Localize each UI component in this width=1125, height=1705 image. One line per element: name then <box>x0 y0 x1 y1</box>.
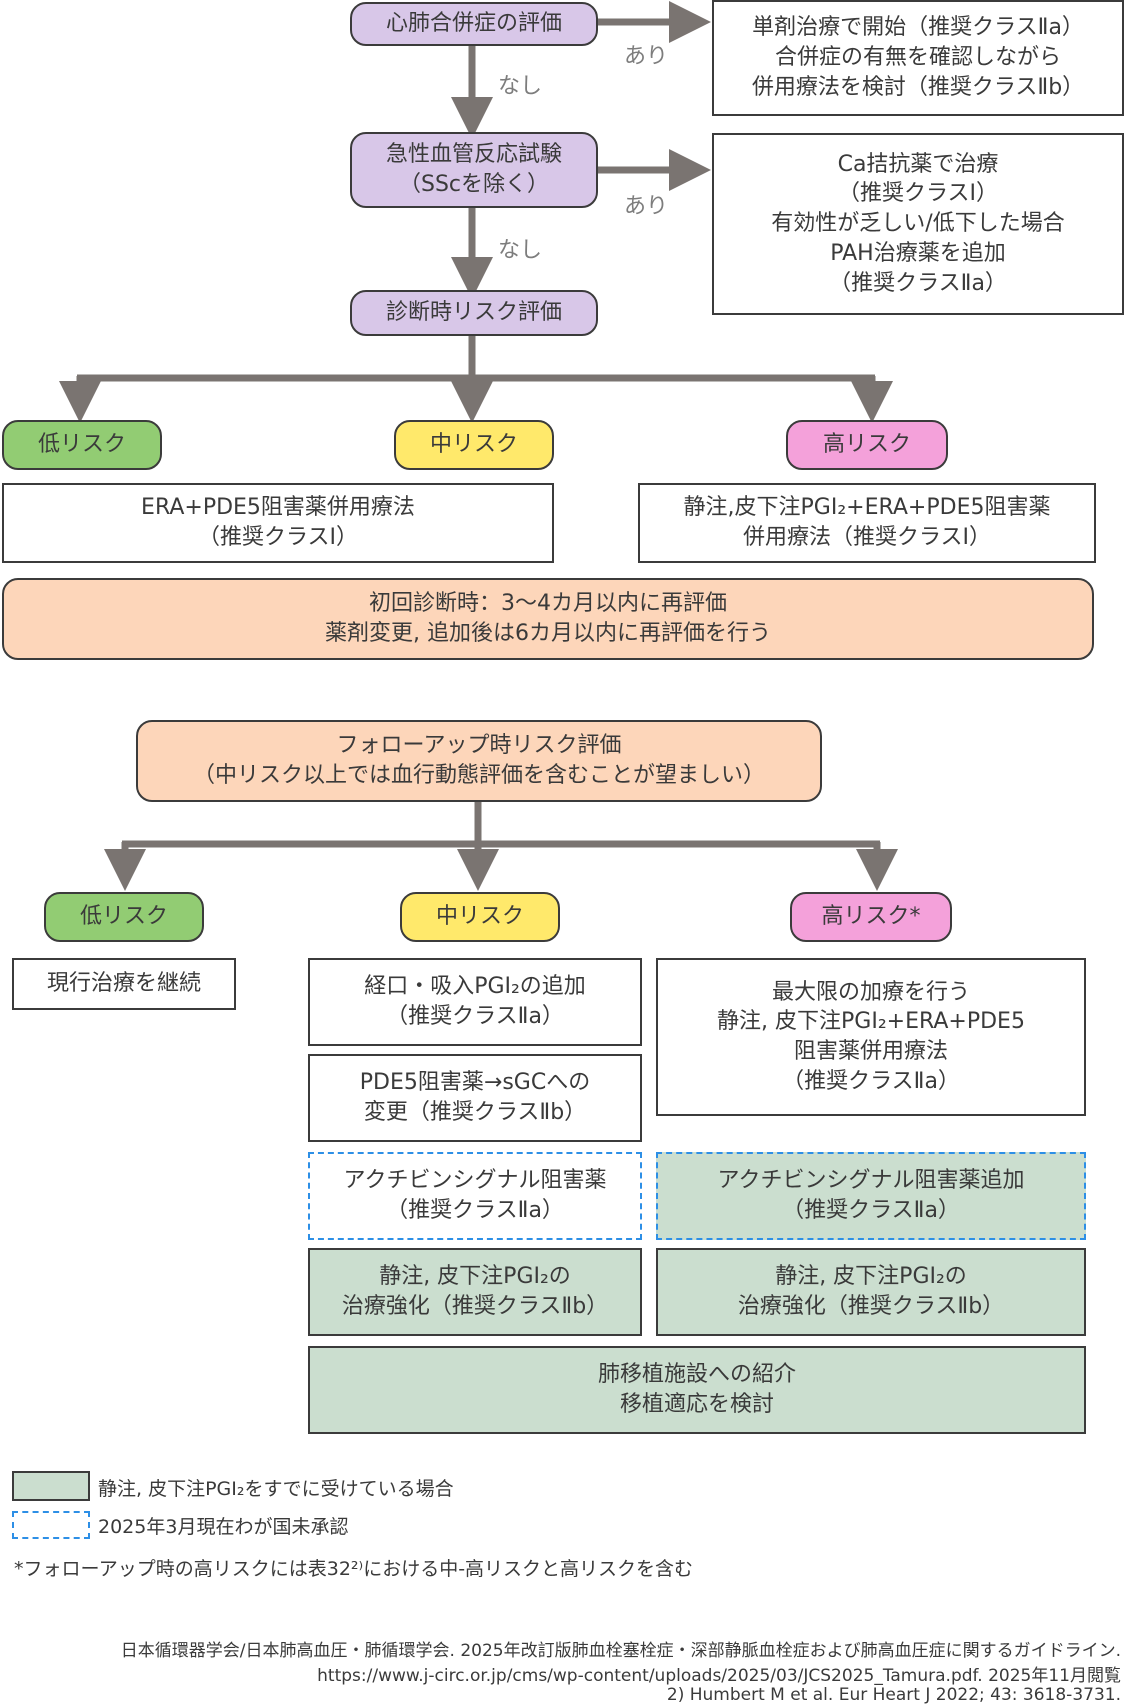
text-line: （推奨クラスⅡa） <box>386 1198 564 1223</box>
text-line: 有効性が乏しい/低下した場合 <box>771 211 1065 237</box>
box-activin-inhibitor-mid: アクチビンシグナル阻害薬 （推奨クラスⅡa） <box>308 1152 642 1240</box>
text-line: 静注,皮下注PGI₂+ERA+PDE5阻害薬 <box>683 495 1051 521</box>
badge-mid-risk[interactable]: 中リスク <box>394 420 554 470</box>
text-line: 静注, 皮下注PGI₂+ERA+PDE5 <box>717 1009 1025 1035</box>
text-line: （推奨クラスⅠ） <box>197 525 359 550</box>
label-no-2: なし <box>498 238 543 263</box>
text-line: 初回診断時：3〜4カ月以内に再評価 <box>369 591 727 617</box>
text-line: （推奨クラスⅡa） <box>782 1198 960 1223</box>
text-line: 肺移植施設への紹介 <box>597 1362 796 1388</box>
text-line: 併用療法を検討（推奨クラスⅡb） <box>751 74 1085 100</box>
step-followup-risk-eval[interactable]: フォローアップ時リスク評価 （中リスク以上では血行動態評価を含むことが望ましい） <box>136 720 822 802</box>
box-pgi2-triple: 静注,皮下注PGI₂+ERA+PDE5阻害薬 併用療法（推奨クラスⅠ） <box>638 483 1096 563</box>
text-line: 治療強化（推奨クラスⅡb） <box>341 1294 609 1319</box>
box-oral-inhaled-pgi2: 経口・吸入PGI₂の追加 （推奨クラスⅡa） <box>308 958 642 1046</box>
text-line: PDE5阻害薬→sGCへの <box>359 1070 591 1096</box>
badge-label: 中リスク <box>435 904 524 930</box>
text-line: 最大限の加療を行う <box>771 979 970 1005</box>
box-pde5-to-sgc: PDE5阻害薬→sGCへの 変更（推奨クラスⅡb） <box>308 1054 642 1142</box>
step-diagnosis-risk-eval-label: 診断時リスク評価 <box>385 300 562 326</box>
text-line: 治療強化（推奨クラスⅡb） <box>737 1294 1005 1319</box>
text-line: 現行治療を継続 <box>46 971 201 997</box>
text-line: 急性血管反応試験 <box>385 142 562 168</box>
legend-dashed-label: 2025年3月現在わが国未承認 <box>98 1516 349 1538</box>
badge-high-risk[interactable]: 高リスク <box>786 420 948 470</box>
step-comorbidity-eval-label: 心肺合併症の評価 <box>385 11 562 37</box>
badge-low-risk[interactable]: 低リスク <box>2 420 162 470</box>
box-maximal-therapy: 最大限の加療を行う 静注, 皮下注PGI₂+ERA+PDE5 阻害薬併用療法 （… <box>656 958 1086 1116</box>
badge-fu-high-risk[interactable]: 高リスク* <box>790 892 952 942</box>
label-yes-2: あり <box>624 194 669 219</box>
badge-label: 高リスク* <box>821 904 921 930</box>
legend-swatch-sage <box>12 1471 90 1501</box>
box-reassessment: 初回診断時：3〜4カ月以内に再評価 薬剤変更, 追加後は6カ月以内に再評価を行う <box>2 578 1094 660</box>
text-line: 阻害薬併用療法 <box>793 1039 948 1064</box>
text-line: PAH治療薬を追加 <box>830 240 1006 266</box>
text-line: フォローアップ時リスク評価 <box>336 733 622 759</box>
badge-label: 低リスク <box>37 432 126 458</box>
box-era-pde5: ERA+PDE5阻害薬併用療法 （推奨クラスⅠ） <box>2 483 554 563</box>
label-yes-1: あり <box>624 44 669 69</box>
citation-reference: 2) Humbert M et al. Eur Heart J 2022; 43… <box>666 1685 1121 1705</box>
text-line: 薬剤変更, 追加後は6カ月以内に再評価を行う <box>325 621 771 646</box>
badge-label: 高リスク <box>822 432 911 458</box>
legend-sage-label: 静注, 皮下注PGI₂をすでに受けている場合 <box>98 1478 454 1500</box>
citation-url[interactable]: https://www.j-circ.or.jp/cms/wp-content/… <box>317 1666 1121 1686</box>
text-line: 移植適応を検討 <box>619 1392 774 1417</box>
footnote-high-risk: *フォローアップ時の高リスクには表32²⁾における中-高リスクと高リスクを含む <box>14 1558 694 1580</box>
box-activin-inhibitor-high: アクチビンシグナル阻害薬追加 （推奨クラスⅡa） <box>656 1152 1086 1240</box>
text-line: アクチビンシグナル阻害薬 <box>343 1168 607 1194</box>
text-line: 静注, 皮下注PGI₂の <box>379 1264 571 1290</box>
box-pgi2-intensify-high: 静注, 皮下注PGI₂の 治療強化（推奨クラスⅡb） <box>656 1248 1086 1336</box>
text-line: 経口・吸入PGI₂の追加 <box>364 974 586 1000</box>
text-line: 合併症の有無を確認しながら <box>774 45 1061 71</box>
text-line: （SScを除く） <box>398 172 550 197</box>
text-line: ERA+PDE5阻害薬併用療法 <box>141 495 415 521</box>
box-continue-therapy: 現行治療を継続 <box>12 958 236 1010</box>
citation-guideline: 日本循環器学会/日本肺高血圧・肺循環学会. 2025年改訂版肺血栓塞栓症・深部静… <box>120 1641 1121 1661</box>
text-line: 単剤治療で開始（推奨クラスⅡa） <box>752 15 1084 41</box>
text-line: （推奨クラスⅡa） <box>829 270 1007 296</box>
text-line: 静注, 皮下注PGI₂の <box>775 1264 967 1290</box>
text-line: 併用療法（推奨クラスⅠ） <box>742 525 992 550</box>
text-line: （推奨クラスⅡa） <box>386 1004 564 1029</box>
text-line: （推奨クラスⅡa） <box>782 1068 960 1094</box>
box-monotherapy: 単剤治療で開始（推奨クラスⅡa） 合併症の有無を確認しながら 併用療法を検討（推… <box>712 0 1124 116</box>
text-line: （中リスク以上では血行動態評価を含むことが望ましい） <box>192 763 765 788</box>
text-line: Ca拮抗薬で治療 <box>837 151 999 177</box>
box-ca-antagonist: Ca拮抗薬で治療 （推奨クラスⅠ） 有効性が乏しい/低下した場合 PAH治療薬を… <box>712 133 1124 315</box>
step-vasoreactivity-test[interactable]: 急性血管反応試験 （SScを除く） <box>350 132 598 208</box>
text-line: アクチビンシグナル阻害薬追加 <box>717 1168 1025 1194</box>
badge-fu-mid-risk[interactable]: 中リスク <box>400 892 560 942</box>
legend-swatch-dashed <box>12 1511 90 1539</box>
box-lung-transplant-referral: 肺移植施設への紹介 移植適応を検討 <box>308 1346 1086 1434</box>
text-line: 変更（推奨クラスⅡb） <box>363 1100 587 1125</box>
box-pgi2-intensify-mid: 静注, 皮下注PGI₂の 治療強化（推奨クラスⅡb） <box>308 1248 642 1336</box>
step-diagnosis-risk-eval[interactable]: 診断時リスク評価 <box>350 290 598 336</box>
badge-fu-low-risk[interactable]: 低リスク <box>44 892 204 942</box>
badge-label: 中リスク <box>429 432 518 458</box>
text-line: （推奨クラスⅠ） <box>837 181 999 207</box>
badge-label: 低リスク <box>79 904 168 930</box>
label-no-1: なし <box>498 74 543 99</box>
step-comorbidity-eval[interactable]: 心肺合併症の評価 <box>350 2 598 46</box>
